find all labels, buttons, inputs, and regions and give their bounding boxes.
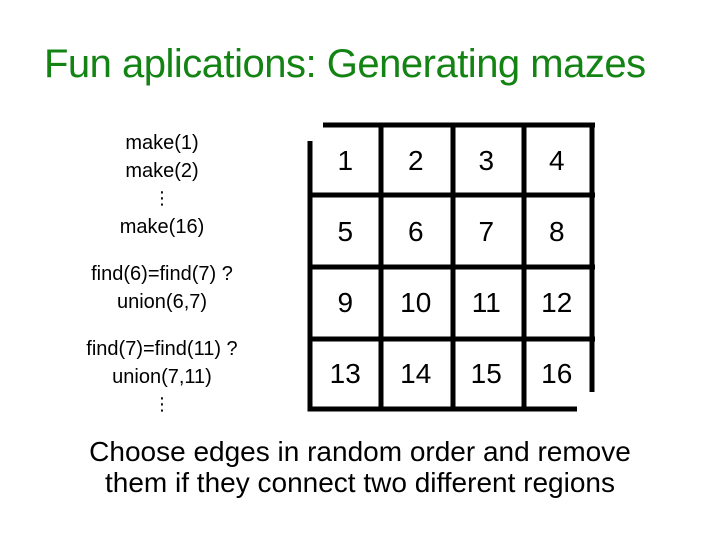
maze-cells: 1 2 3 4 5 6 7 8 9 10 11 12 13 14 15 16 <box>310 125 592 409</box>
op-union-6-7: union(6,7) <box>116 291 208 313</box>
make-operations-group: make(1) make(2) ⋮ make(16) <box>38 129 286 241</box>
maze-cell-14: 14 <box>400 357 432 389</box>
op-union-7-11: union(7,11) <box>112 366 212 388</box>
vertical-ellipsis: ⋮ <box>153 394 171 415</box>
slide-title: Fun aplications: Generating mazes <box>44 42 646 86</box>
maze-cell-5: 5 <box>337 215 354 247</box>
union-step-1-group: find(6)=find(7) ? union(6,7) <box>38 260 286 316</box>
op-make-1: make(1) <box>125 132 199 154</box>
op-find-6-7: find(6)=find(7) ? <box>91 263 233 285</box>
op-make-2: make(2) <box>125 160 199 182</box>
maze-cell-10: 10 <box>400 286 432 318</box>
maze-cell-13: 13 <box>329 357 361 389</box>
maze-cell-16: 16 <box>541 357 573 389</box>
union-find-operations: make(1) make(2) ⋮ make(16) find(6)=find(… <box>38 129 286 419</box>
maze-cell-6: 6 <box>407 215 424 247</box>
caption-line-2: them if they connect two different regio… <box>105 467 615 498</box>
maze-cell-1: 1 <box>337 144 354 176</box>
vertical-ellipsis: ⋮ <box>153 188 171 209</box>
maze-grid: 1 2 3 4 5 6 7 8 9 10 11 12 13 14 15 16 <box>306 121 598 413</box>
caption-line-1: Choose edges in random order and remove <box>89 436 631 467</box>
maze-cell-8: 8 <box>548 215 565 247</box>
maze-cell-4: 4 <box>548 144 565 176</box>
maze-cell-15: 15 <box>470 357 502 389</box>
maze-cell-11: 11 <box>471 286 501 318</box>
maze-walls-drawing <box>307 122 595 412</box>
maze-cell-2: 2 <box>407 144 424 176</box>
union-step-2-group: find(7)=find(11) ? union(7,11) ⋮ <box>38 335 286 419</box>
op-find-7-11: find(7)=find(11) ? <box>86 338 238 360</box>
maze-cell-12: 12 <box>541 286 573 318</box>
op-make-16: make(16) <box>119 216 205 238</box>
maze-cell-7: 7 <box>478 215 495 247</box>
caption: Choose edges in random order and remove … <box>8 436 712 498</box>
maze-cell-3: 3 <box>478 144 495 176</box>
maze-cell-9: 9 <box>337 286 354 318</box>
